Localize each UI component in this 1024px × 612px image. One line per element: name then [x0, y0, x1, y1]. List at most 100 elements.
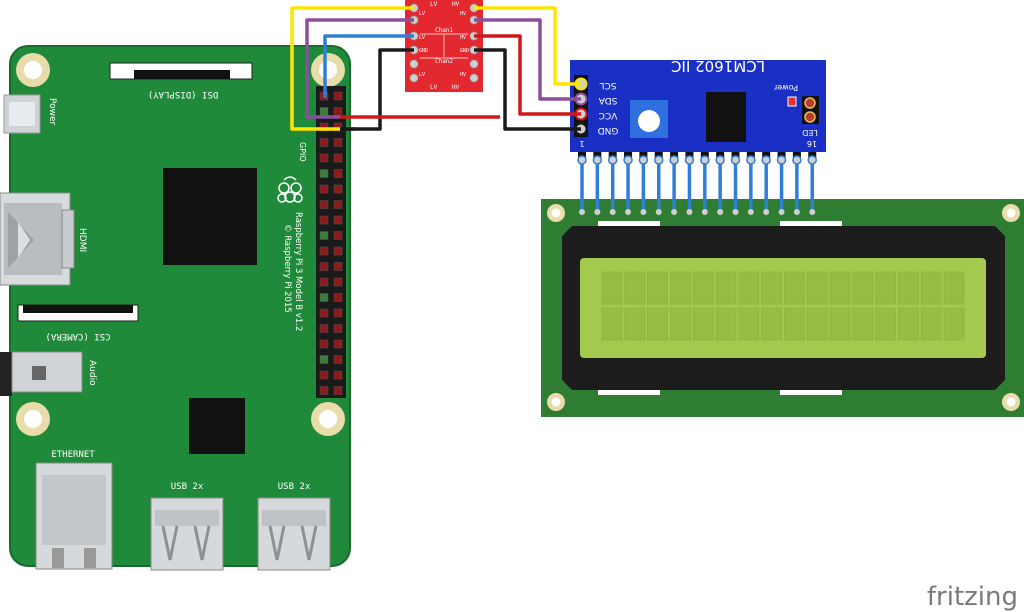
lcd-connector-pin — [684, 152, 695, 215]
gpio-pin[interactable] — [319, 355, 329, 364]
gpio-pin[interactable] — [333, 231, 343, 240]
lcd-cell — [715, 271, 737, 305]
gpio-pin[interactable] — [333, 308, 343, 318]
wire-red-vcc[interactable] — [474, 34, 581, 116]
gpio-pin[interactable] — [319, 370, 329, 380]
gpio-pin[interactable] — [333, 339, 343, 349]
wire-black-pi-gnd[interactable] — [340, 48, 414, 131]
gpio-pin[interactable] — [333, 370, 343, 380]
lcd-connector-pin — [700, 152, 710, 215]
csi-connector — [17, 304, 139, 322]
mounting-hole — [16, 53, 50, 87]
fritzing-watermark: fritzing — [927, 582, 1018, 612]
usb-2-label: USB 2x — [278, 482, 311, 492]
gpio-pin[interactable] — [333, 169, 343, 178]
dsi-connector — [109, 62, 253, 80]
lcd-cell — [761, 307, 782, 341]
gpio-pin[interactable] — [333, 262, 343, 271]
gpio-pin[interactable] — [319, 169, 329, 178]
gpio-label: GPIO — [298, 142, 307, 162]
lcd-connector-pin — [592, 152, 603, 215]
gpio-pin[interactable] — [319, 308, 329, 318]
wire-purple-pi-sda[interactable] — [305, 18, 414, 119]
lcd-cell — [898, 271, 919, 305]
usb-1-label: USB 2x — [171, 482, 204, 492]
lcd-cell — [852, 271, 874, 305]
gpio-pin[interactable] — [319, 339, 329, 349]
gpio-pin[interactable] — [333, 324, 343, 333]
gpio-pin[interactable] — [333, 355, 343, 364]
gpio-pin[interactable] — [333, 184, 343, 194]
wire-black-gnd[interactable] — [474, 48, 581, 131]
gpio-pin[interactable] — [333, 153, 343, 163]
ls-pin-label-left: LV — [419, 72, 425, 78]
lcd-cell — [920, 307, 942, 341]
lcd-cell — [670, 307, 691, 341]
gpio-pin[interactable] — [319, 324, 329, 333]
wire-yellow-scl[interactable] — [474, 6, 581, 86]
level-shifter-pin[interactable] — [469, 73, 479, 83]
gpio-pin[interactable] — [319, 153, 329, 163]
gpio-pin[interactable] — [333, 91, 343, 101]
lcd-character-cells — [601, 271, 965, 341]
gpio-header — [316, 86, 346, 398]
lcd-connector-pin — [607, 152, 618, 215]
gpio-pin[interactable] — [333, 215, 343, 225]
gpio-pin[interactable] — [319, 215, 329, 225]
wire-purple-sda[interactable] — [474, 18, 581, 101]
lcd-connector-pin — [715, 152, 725, 215]
gpio-pin[interactable] — [319, 386, 329, 395]
wire-blue-pi-3v3[interactable] — [323, 34, 414, 98]
lcd-cell — [943, 307, 965, 341]
gpio-pin[interactable] — [319, 200, 329, 209]
lcd-cell — [806, 271, 828, 305]
i2c-backpack-module: LCM1602 IIC Power LED 1 16 SCL SDA VCC G… — [570, 57, 826, 215]
lcd-cell — [829, 271, 851, 305]
gpio-pin[interactable] — [319, 122, 329, 132]
mounting-hole — [547, 204, 565, 222]
gpio-pin[interactable] — [333, 246, 343, 256]
ls-pin-label-right: HV — [460, 35, 466, 41]
raspberry-pi-board: Power DSI (DISPLAY) Raspberry Pi 3 Model… — [0, 45, 351, 571]
ls-pin-label-left: GND — [419, 48, 428, 54]
lcd-connector-pins — [577, 152, 817, 215]
gpio-pin[interactable] — [319, 107, 329, 116]
ethernet-label: ETHERNET — [51, 450, 95, 460]
gpio-pin[interactable] — [319, 246, 329, 256]
level-shifter-pin[interactable] — [409, 59, 419, 69]
lcd-cell — [715, 307, 737, 341]
lcd-cell — [920, 271, 942, 305]
mounting-hole — [547, 393, 565, 411]
i2c-power-label: Power — [773, 83, 798, 92]
gpio-pin[interactable] — [333, 293, 343, 302]
lcd-cell — [647, 271, 668, 305]
gpio-pin[interactable] — [319, 184, 329, 194]
lcd-cell — [898, 307, 919, 341]
gpio-pin[interactable] — [319, 262, 329, 271]
lcd-cell — [647, 307, 668, 341]
lcd-connector-pin — [746, 152, 756, 215]
usb-port-2 — [257, 497, 331, 571]
gpio-pin[interactable] — [333, 386, 343, 395]
gpio-pin[interactable] — [333, 122, 343, 132]
lcd-connector-pin — [807, 152, 817, 215]
lcd-cell — [738, 271, 760, 305]
level-shifter-pin[interactable] — [469, 59, 479, 69]
gpio-pin[interactable] — [319, 138, 329, 147]
usb-port-1 — [150, 497, 224, 571]
wire-yellow-pi-scl[interactable] — [290, 6, 414, 131]
i2c-chip — [706, 92, 746, 142]
lcd-1602-display — [541, 199, 1024, 417]
gpio-pin[interactable] — [319, 231, 329, 240]
gpio-pin[interactable] — [333, 107, 343, 116]
i2c-led-label: LED — [802, 128, 818, 137]
gpio-pin[interactable] — [333, 277, 343, 287]
gpio-pin[interactable] — [319, 293, 329, 302]
level-shifter-pin[interactable] — [409, 73, 419, 83]
gpio-pin[interactable] — [333, 138, 343, 147]
mounting-hole — [311, 53, 345, 87]
gpio-pin[interactable] — [319, 277, 329, 287]
lcd-cell — [692, 307, 714, 341]
power-connector — [3, 94, 41, 134]
gpio-pin[interactable] — [333, 200, 343, 209]
